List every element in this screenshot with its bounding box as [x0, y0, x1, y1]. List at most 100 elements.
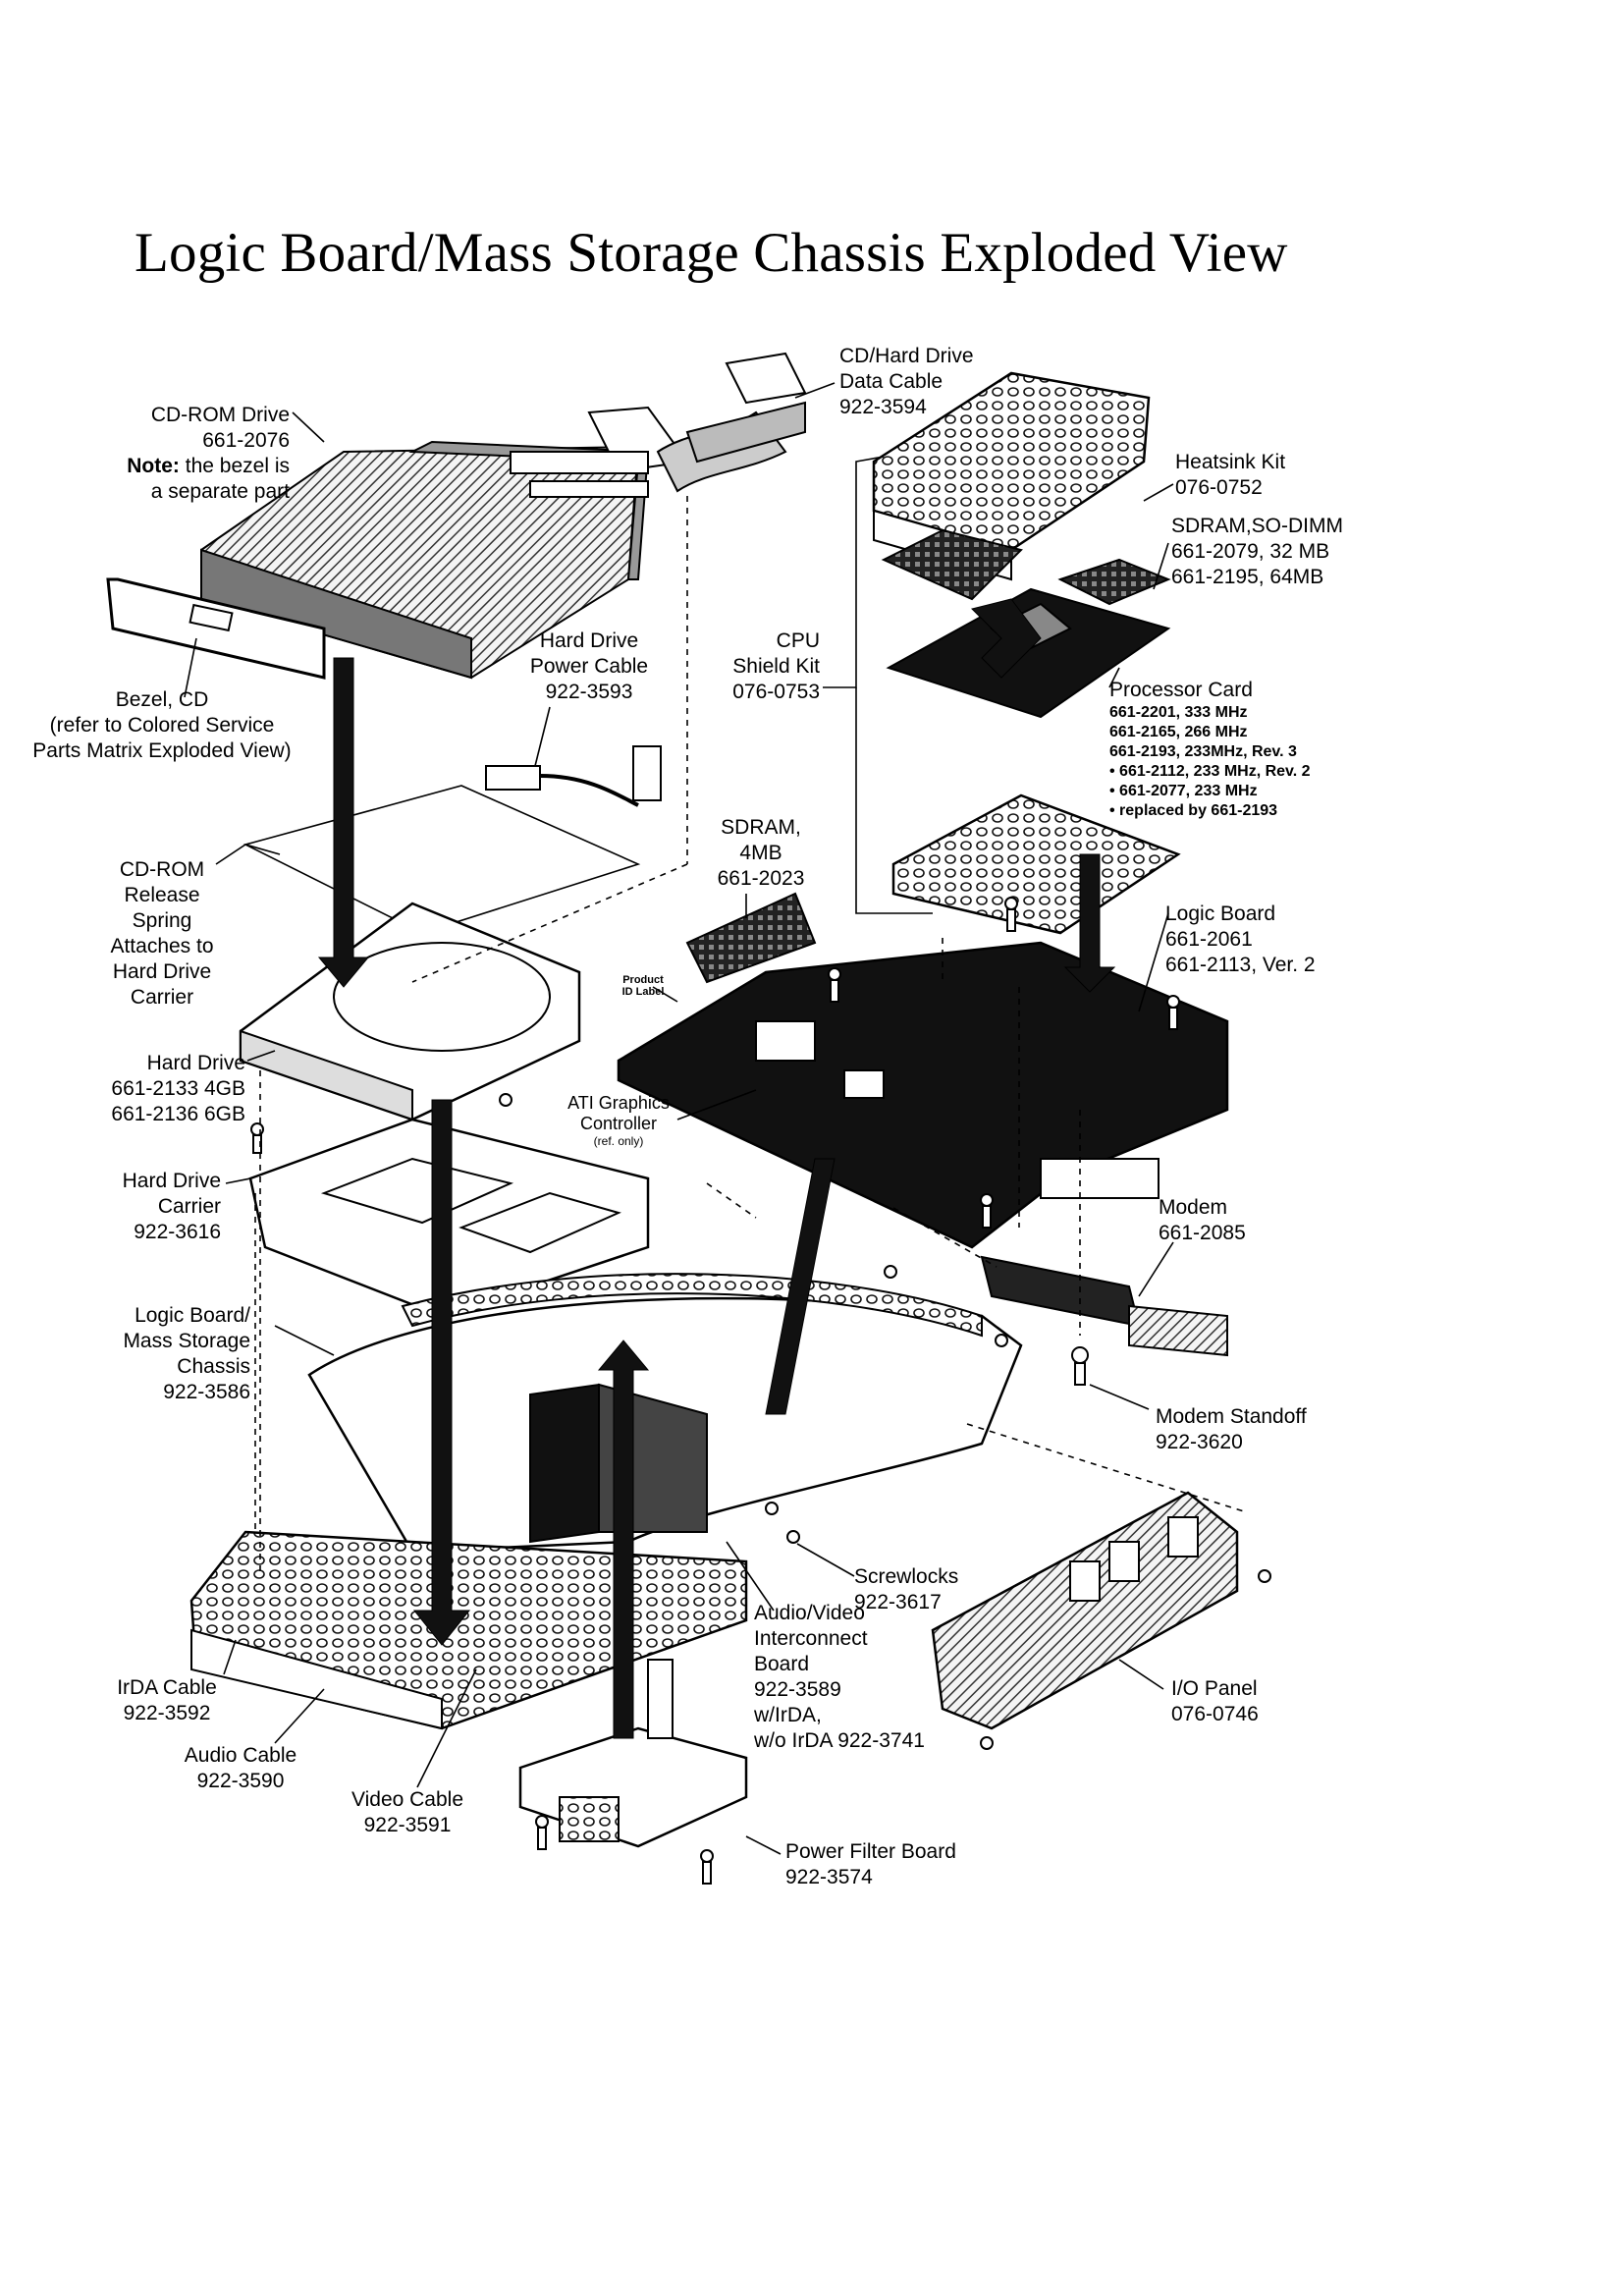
- label-line: 076-0752: [1175, 476, 1263, 499]
- label-line: CD/Hard Drive: [839, 345, 974, 367]
- label-line: Data Cable: [839, 370, 944, 393]
- label-line: 661-2061: [1165, 928, 1253, 951]
- label-line: 4MB: [739, 842, 782, 864]
- label-line: (refer to Colored Service: [49, 714, 275, 737]
- label-data-cable: CD/Hard Drive Data Cable 922-3594: [839, 344, 974, 420]
- label-line: 922-3590: [196, 1770, 285, 1792]
- label-line: Hard Drive: [539, 629, 639, 652]
- label-line: Video Cable: [351, 1788, 464, 1811]
- label-heatsink-kit: Heatsink Kit 076-0752: [1175, 450, 1285, 501]
- label-product-id: Product ID Label: [614, 974, 673, 998]
- label-line: Modem Standoff: [1156, 1405, 1307, 1428]
- label-line: ID Label: [621, 986, 665, 998]
- label-screwlocks: Screwlocks 922-3617: [854, 1564, 958, 1615]
- label-modem-standoff: Modem Standoff 922-3620: [1156, 1404, 1307, 1455]
- label-line: w/IrDA,: [754, 1704, 822, 1726]
- data-cable-illustration: [510, 352, 807, 498]
- label-line: Modem: [1159, 1196, 1228, 1219]
- label-line: Interconnect: [754, 1627, 868, 1650]
- label-line: a separate part: [150, 480, 290, 503]
- label-audio-cable: Audio Cable 922-3590: [167, 1743, 314, 1794]
- label-line: SDRAM,SO-DIMM: [1171, 515, 1343, 537]
- label-line: Shield Kit: [732, 655, 820, 678]
- label-line: • 661-2112, 233 MHz, Rev. 2: [1109, 763, 1311, 780]
- label-line: w/o IrDA 922-3741: [754, 1729, 925, 1752]
- label-power-filter-board: Power Filter Board 922-3574: [785, 1839, 956, 1890]
- label-cd-rom-drive: CD-ROM Drive 661-2076 Note: the bezel is…: [93, 403, 290, 505]
- label-line: Spring: [132, 909, 192, 932]
- label-line: Power Filter Board: [785, 1840, 956, 1863]
- label-io-panel: I/O Panel 076-0746: [1171, 1676, 1259, 1727]
- label-line: CD-ROM: [119, 858, 205, 881]
- label-video-cable: Video Cable 922-3591: [334, 1787, 481, 1838]
- label-line: 661-2076: [202, 429, 290, 452]
- label-line: IrDA Cable: [117, 1676, 217, 1699]
- label-line: (ref. only): [593, 1134, 644, 1148]
- label-line: Chassis: [177, 1355, 250, 1378]
- label-line: Hard Drive: [146, 1052, 245, 1074]
- cd-rom-spring-sheet: [243, 785, 641, 934]
- label-line: Hard Drive: [122, 1170, 221, 1192]
- label-line: 922-3591: [363, 1814, 452, 1836]
- label-line: Note: the bezel is: [93, 454, 290, 479]
- label-line: 922-3617: [854, 1591, 942, 1613]
- label-line: CPU: [776, 629, 820, 652]
- label-line: 922-3616: [134, 1221, 221, 1243]
- label-ati-graphics: ATI Graphics Controller (ref. only): [560, 1093, 677, 1148]
- label-line: 922-3620: [1156, 1431, 1243, 1453]
- label-line: CD-ROM Drive: [150, 404, 290, 426]
- label-hd-carrier: Hard Drive Carrier 922-3616: [88, 1169, 221, 1245]
- label-line: 922-3586: [163, 1381, 250, 1403]
- label-line: Carrier: [130, 986, 194, 1009]
- label-line: Parts Matrix Exploded View): [32, 739, 292, 762]
- label-line: • 661-2077, 233 MHz: [1109, 783, 1258, 799]
- cd-rom-drive-illustration: [106, 440, 650, 680]
- label-line: SDRAM,: [721, 816, 801, 839]
- label-chassis: Logic Board/ Mass Storage Chassis 922-35…: [83, 1303, 250, 1405]
- label-line: 661-2136 6GB: [111, 1103, 245, 1125]
- label-hd-power-cable: Hard Drive Power Cable 922-3593: [515, 629, 663, 705]
- label-modem: Modem 661-2085: [1159, 1195, 1246, 1246]
- label-line: Product: [622, 974, 664, 986]
- label-processor-card: Processor Card 661-2201, 333 MHz 661-216…: [1109, 678, 1311, 821]
- label-av-board: Audio/Video Interconnect Board 922-3589 …: [754, 1601, 925, 1754]
- power-filter-board-illustration: [518, 1659, 748, 1848]
- label-line: Attaches to: [110, 935, 214, 957]
- label-line: the bezel is: [185, 455, 290, 477]
- label-cpu-shield-kit: CPU Shield Kit 076-0753: [702, 629, 820, 705]
- label-sdram-sodimm: SDRAM,SO-DIMM 661-2079, 32 MB 661-2195, …: [1171, 514, 1343, 590]
- label-line: 661-2079, 32 MB: [1171, 540, 1330, 563]
- logic-board-illustration: [617, 892, 1229, 1249]
- hard-drive-illustration: [239, 902, 581, 1121]
- label-line: Logic Board: [1165, 902, 1276, 925]
- screws: [250, 897, 1271, 1885]
- label-line: 076-0753: [732, 681, 820, 703]
- label-line: 661-2023: [717, 867, 805, 890]
- label-line: 076-0746: [1171, 1703, 1259, 1725]
- label-line: 922-3574: [785, 1866, 873, 1888]
- label-line: Release: [124, 884, 200, 906]
- label-line: 661-2195, 64MB: [1171, 566, 1324, 588]
- label-logic-board: Logic Board 661-2061 661-2113, Ver. 2: [1165, 902, 1316, 978]
- label-cd-rom-release-spring: CD-ROM Release Spring Attaches to Hard D…: [88, 857, 236, 1011]
- label-line: Audio/Video: [754, 1602, 865, 1624]
- label-line: 661-2085: [1159, 1222, 1246, 1244]
- hard-drive-power-cable-illustration: [485, 745, 662, 807]
- label-irda-cable: IrDA Cable 922-3592: [98, 1675, 236, 1726]
- label-sdram-4mb: SDRAM, 4MB 661-2023: [702, 815, 820, 892]
- label-line: Screwlocks: [854, 1565, 959, 1588]
- label-line: Hard Drive: [112, 960, 212, 983]
- label-line: 922-3594: [839, 396, 927, 418]
- label-line: ATI Graphics: [567, 1093, 670, 1113]
- label-line: Carrier: [157, 1195, 221, 1218]
- label-hard-drive: Hard Drive 661-2133 4GB 661-2136 6GB: [83, 1051, 245, 1127]
- label-line: Processor Card: [1109, 679, 1253, 701]
- label-line: Controller: [579, 1114, 658, 1133]
- page-title: Logic Board/Mass Storage Chassis Explode…: [135, 222, 1288, 284]
- label-line: 922-3593: [545, 681, 633, 703]
- assembly-arrows: [317, 598, 1116, 1739]
- modem-illustration: [980, 1255, 1228, 1357]
- callout-leaders: [184, 382, 1174, 1855]
